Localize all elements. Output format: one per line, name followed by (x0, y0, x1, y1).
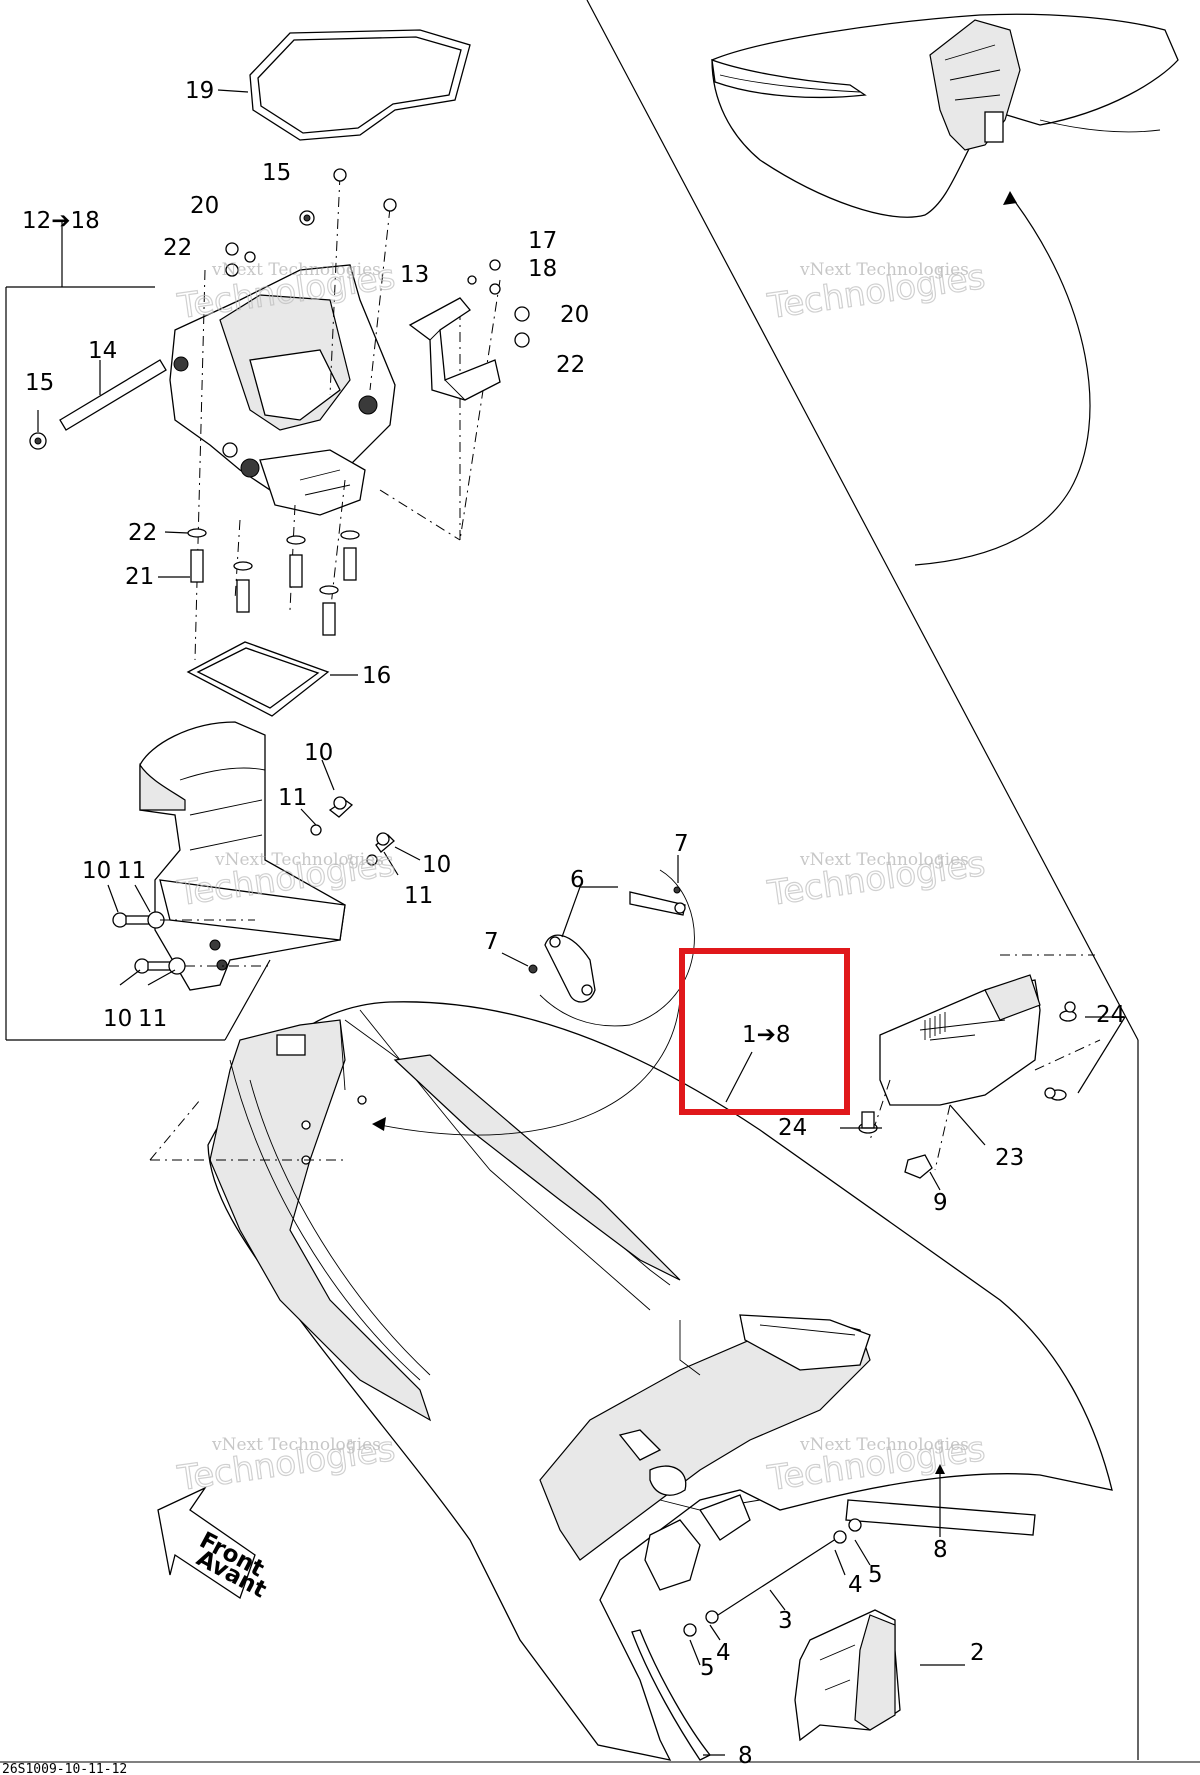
callout-7: 7 (484, 929, 499, 955)
diagram-reference-code: 26S1009-10-11-12 (2, 1762, 127, 1775)
callout-24: 24 (1096, 1002, 1125, 1028)
callout-1-8: 1➔8 (742, 1022, 791, 1048)
callout-17: 17 (528, 228, 557, 254)
upper-fasteners (225, 168, 530, 348)
callout-19: 19 (185, 78, 214, 104)
seat-detail-inset (711, 13, 1179, 566)
callout-8: 8 (933, 1537, 948, 1563)
callout-10: 10 (422, 852, 451, 878)
callout-4: 4 (716, 1640, 731, 1666)
front-direction-arrow: Front Avant (157, 1486, 271, 1603)
callout-20: 20 (560, 302, 589, 328)
part-2-latch-handle (794, 1609, 965, 1742)
watermark-text: vNext Technologies (799, 260, 969, 280)
callout-7: 7 (674, 831, 689, 857)
watermark-text: vNext Technologies (211, 1435, 381, 1455)
callout-2: 2 (970, 1640, 985, 1666)
callout-12-18: 12➔18 (22, 208, 100, 234)
watermark-text: vNext Technologies (211, 260, 381, 280)
part-23-bracket (869, 954, 1101, 1171)
callout-5: 5 (868, 1562, 883, 1588)
callout-10: 10 (103, 1006, 132, 1032)
callout-10: 10 (82, 858, 111, 884)
callout-11: 11 (117, 858, 146, 884)
callout-5: 5 (700, 1655, 715, 1681)
callout-8: 8 (738, 1743, 753, 1769)
callout-15: 15 (25, 370, 54, 396)
lower-intake-housing (139, 721, 346, 991)
watermark-text: vNext Technologies (214, 850, 384, 870)
watermark-text: vNext Technologies (799, 1435, 969, 1455)
callout-20: 20 (190, 193, 219, 219)
callout-22: 22 (128, 520, 157, 546)
parts-6-7-straps (501, 855, 695, 1027)
callout-6: 6 (570, 867, 585, 893)
callout-22: 22 (556, 352, 585, 378)
part-8-foam-strips (631, 1464, 1036, 1761)
callout-21: 21 (125, 564, 154, 590)
callout-23: 23 (995, 1145, 1024, 1171)
watermark-text: vNext Technologies (799, 850, 969, 870)
part-19-gasket (217, 29, 471, 141)
part-13-bracket (408, 297, 501, 401)
fasteners-24-9 (840, 1001, 1126, 1191)
callout-4: 4 (848, 1572, 863, 1598)
part-16-gasket (186, 641, 358, 717)
callout-labels: 19 15 20 22 12➔18 13 17 18 20 22 14 15 2… (22, 78, 1125, 1769)
callout-3: 3 (778, 1608, 793, 1634)
callout-14: 14 (88, 338, 117, 364)
callout-11: 11 (404, 883, 433, 909)
callout-18: 18 (528, 256, 557, 282)
bolts-21-washers-22 (158, 528, 360, 636)
parts-3-4-5-latch (683, 1518, 871, 1666)
callout-16: 16 (362, 663, 391, 689)
callout-22: 22 (163, 235, 192, 261)
callout-15: 15 (262, 160, 291, 186)
upper-housing-assembly (169, 174, 501, 661)
seat-assembly-arrow (149, 999, 681, 1161)
main-seat-body (207, 1001, 1113, 1761)
callout-24: 24 (778, 1115, 807, 1141)
screws-10-washers-11 (107, 759, 421, 986)
callout-10: 10 (304, 740, 333, 766)
part-15-washer (29, 410, 47, 450)
callout-13: 13 (400, 262, 429, 288)
callout-9: 9 (933, 1190, 948, 1216)
group-bracket-12-18 (5, 222, 271, 1041)
callout-11: 11 (278, 785, 307, 811)
part-14-pin (59, 359, 167, 431)
callout-11: 11 (138, 1006, 167, 1032)
highlight-box[interactable] (679, 948, 850, 1115)
